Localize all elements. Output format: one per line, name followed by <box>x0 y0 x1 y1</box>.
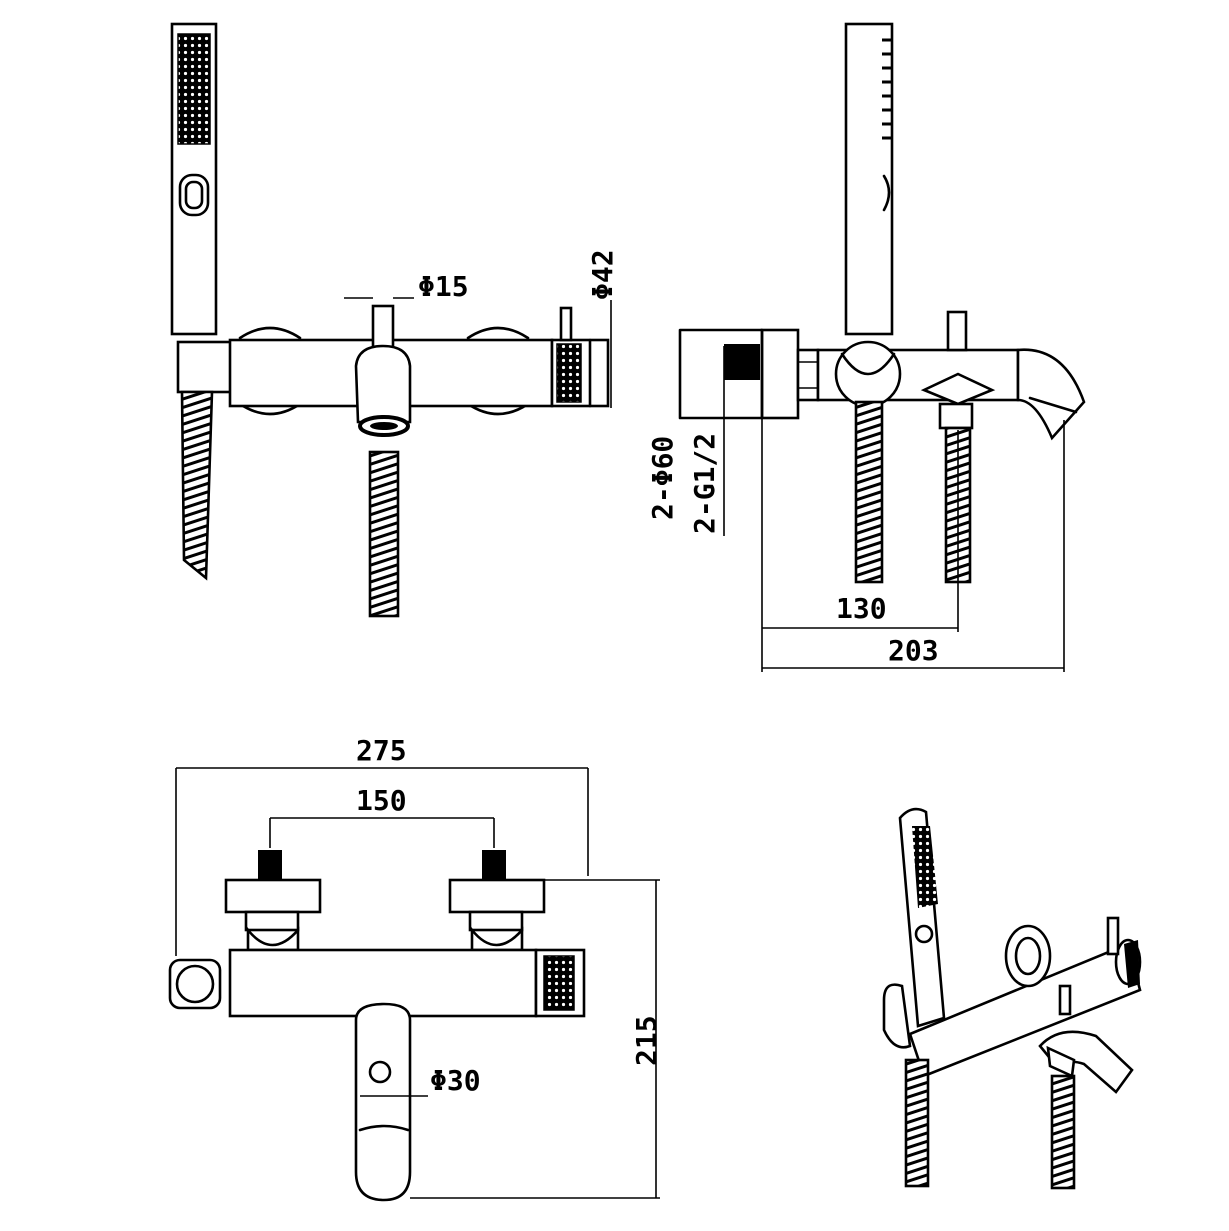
dim-d275: 275 <box>356 734 407 767</box>
top-view: 275 150 Φ30 215 <box>168 734 663 1202</box>
dim-d15: Φ15 <box>418 270 469 303</box>
dim-d203: 203 <box>888 634 939 667</box>
dim-d150: 150 <box>356 784 407 817</box>
dim-g12: 2-G1/2 <box>688 433 721 534</box>
dim-d215: 215 <box>630 1015 663 1066</box>
dim-d60: 2-Φ60 <box>646 436 679 520</box>
dim-d130: 130 <box>836 592 887 625</box>
isometric-view <box>882 807 1142 1190</box>
side-view: 2-Φ60 2-G1/2 130 203 <box>646 22 1086 672</box>
dim-d30: Φ30 <box>430 1064 481 1097</box>
dim-d42: Φ42 <box>586 249 619 300</box>
front-view: Φ15 Φ42 <box>170 22 619 618</box>
